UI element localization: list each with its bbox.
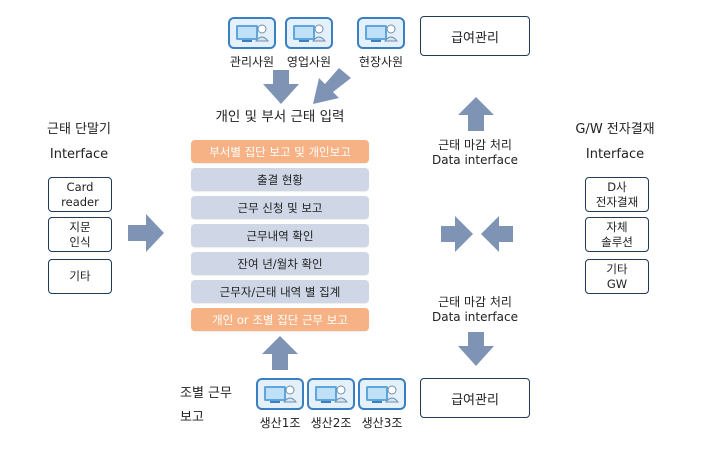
right-box-d-approval: D사 전자결재 — [585, 177, 649, 212]
panel-item-leave-balance: 잔여 년/월차 확인 — [191, 252, 369, 275]
worker-label-field: 현장사원 — [358, 55, 404, 69]
center-title: 개인 및 부서 근태 입력 — [215, 109, 345, 125]
payroll-box-top: 급여관리 — [420, 16, 530, 56]
arrow-up-payroll-icon — [458, 97, 494, 131]
panel-item-work-request: 근무 신청 및 보고 — [191, 196, 369, 219]
bottom-right-caption-line2: Data interface — [432, 310, 518, 324]
top-right-caption-line2: Data interface — [432, 153, 518, 167]
right-box-d-line1: D사 — [607, 180, 627, 195]
computer-icon-sales — [285, 17, 333, 49]
computer-icon-prod3 — [358, 378, 406, 410]
panel-item-work-history: 근무내역 확인 — [191, 224, 369, 247]
computer-icon-field — [357, 17, 405, 49]
left-box-finger-line2: 인식 — [69, 234, 91, 249]
left-title: 근태 단말기 — [47, 122, 111, 137]
arrow-right-icon — [128, 214, 164, 252]
right-box-d-line2: 전자결재 — [595, 194, 639, 209]
left-box-etc-line1: 기타 — [69, 269, 91, 284]
left-box-card-reader: Card reader — [48, 177, 112, 212]
right-title: G/W 전자결재 — [575, 122, 655, 137]
payroll-box-bottom: 급여관리 — [420, 378, 530, 418]
top-right-caption-line1: 근태 마감 처리 — [438, 138, 512, 152]
left-box-card-line1: Card — [66, 180, 94, 195]
arrow-down-icon — [263, 70, 299, 104]
arrow-up-icon — [262, 336, 298, 370]
panel-item-attendance: 출결 현황 — [191, 168, 369, 191]
left-subtitle: Interface — [49, 147, 109, 162]
right-box-own-line1: 자체 — [606, 220, 628, 235]
worker-label-manager: 관리사원 — [229, 55, 275, 69]
computer-icon-prod2 — [307, 378, 355, 410]
panel-item-dept-report: 부서별 집단 보고 및 개인보고 — [191, 140, 369, 163]
worker-label-prod2: 생산2조 — [310, 416, 352, 430]
left-box-finger-line1: 지문 — [69, 220, 91, 235]
left-box-etc: 기타 — [48, 259, 112, 294]
panel-item-group-report: 개인 or 조별 집단 근무 보고 — [191, 308, 369, 331]
bottom-left-label-line1: 조별 근무 — [180, 386, 232, 401]
panel-item-summary: 근무자/근태 내역 별 집계 — [191, 280, 369, 303]
right-box-own-line2: 솔루션 — [601, 234, 633, 249]
arrow-down-payroll-icon — [458, 332, 494, 366]
right-subtitle: Interface — [585, 147, 645, 162]
bottom-left-label-line2: 보고 — [180, 410, 204, 425]
computer-icon-prod1 — [256, 378, 304, 410]
worker-label-sales: 영업사원 — [286, 55, 332, 69]
worker-label-prod1: 생산1조 — [259, 416, 301, 430]
bottom-right-caption-line1: 근태 마감 처리 — [438, 295, 512, 309]
left-box-card-line2: reader — [61, 194, 99, 209]
arrow-left-small-icon — [481, 216, 513, 252]
right-box-etc-line1: 기타 — [606, 262, 628, 277]
right-box-own-solution: 자체 솔루션 — [585, 217, 649, 252]
arrow-right-small-icon — [441, 216, 473, 252]
arrow-diagonal-icon — [311, 68, 351, 104]
worker-label-prod3: 생산3조 — [361, 416, 403, 430]
right-box-etc-line2: GW — [606, 276, 628, 291]
right-box-etc-gw: 기타 GW — [585, 259, 649, 294]
left-box-fingerprint: 지문 인식 — [48, 217, 112, 252]
computer-icon-manager — [228, 17, 276, 49]
